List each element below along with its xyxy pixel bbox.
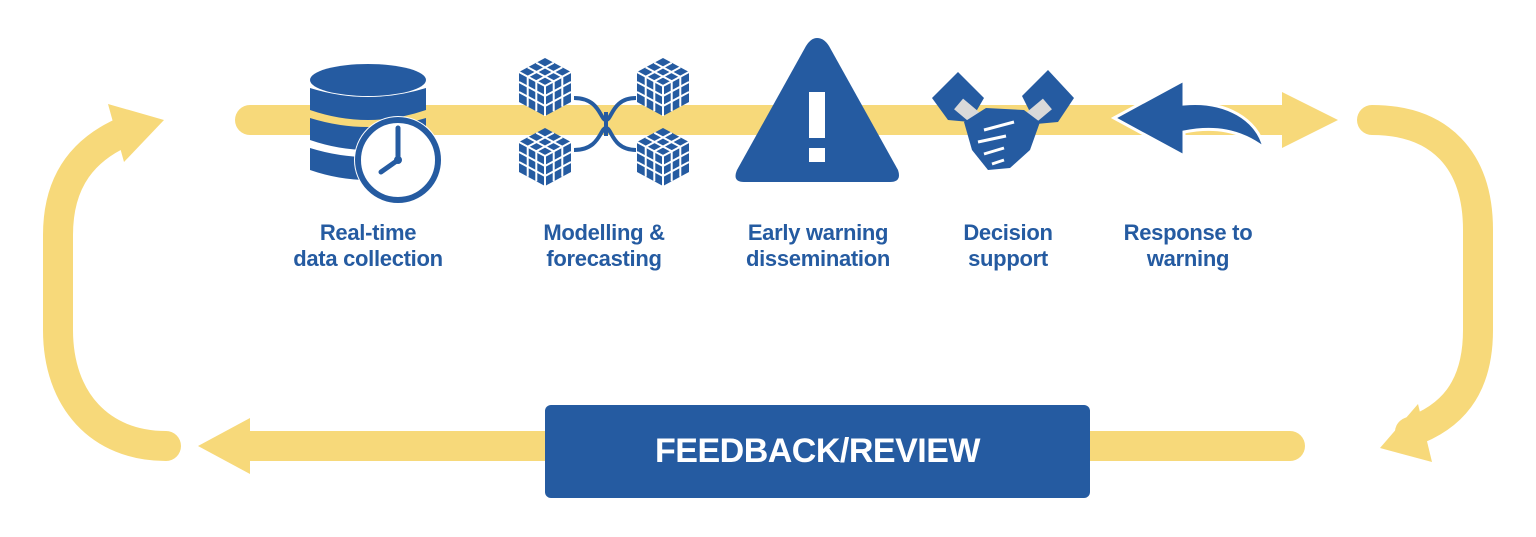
step-label-decision-support: Decision support bbox=[898, 220, 1118, 272]
database-clock-icon bbox=[310, 64, 442, 204]
step-label-line: support bbox=[968, 246, 1048, 271]
step-label-line: data collection bbox=[293, 246, 443, 271]
left-upper-arrowhead bbox=[108, 104, 164, 162]
curved-arrow-back-icon bbox=[1110, 77, 1267, 159]
step-label-response: Response to warning bbox=[1078, 220, 1298, 272]
warning-triangle-icon bbox=[735, 38, 899, 182]
feedback-review-box: FEEDBACK/REVIEW bbox=[545, 405, 1090, 498]
step-label-line: Decision bbox=[963, 220, 1053, 245]
cubes-network-icon bbox=[518, 57, 690, 187]
step-label-line: forecasting bbox=[546, 246, 662, 271]
step-label-line: dissemination bbox=[745, 246, 891, 271]
right-lower-arrowhead bbox=[1380, 404, 1432, 462]
step-label-data-collection: Real-time data collection bbox=[258, 220, 478, 272]
step-label-dissemination: Early warning dissemination bbox=[708, 220, 928, 272]
step-label-line: Early warning bbox=[747, 220, 889, 245]
step-label-modelling: Modelling & forecasting bbox=[494, 220, 714, 272]
handshake-icon bbox=[932, 70, 1074, 170]
right-loop-curve bbox=[1357, 105, 1493, 447]
top-right-arrowhead bbox=[1282, 92, 1338, 148]
step-label-line: Modelling & bbox=[543, 220, 665, 245]
bottom-left-arrowhead bbox=[198, 418, 250, 474]
feedback-review-label: FEEDBACK/REVIEW bbox=[655, 432, 980, 470]
left-loop-curve bbox=[43, 115, 181, 461]
step-label-line: Response to bbox=[1123, 220, 1253, 245]
step-label-line: warning bbox=[1146, 246, 1230, 271]
step-label-line: Real-time bbox=[319, 220, 417, 245]
